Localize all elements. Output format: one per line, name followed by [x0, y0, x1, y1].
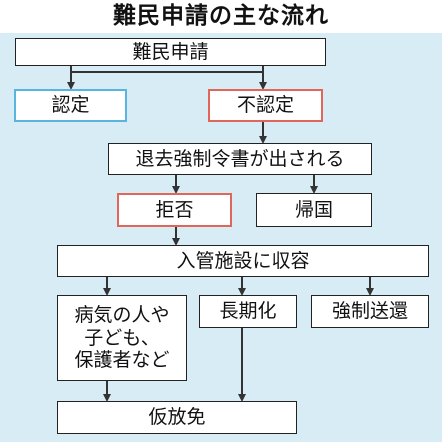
node-approved: 認定 [14, 89, 127, 122]
node-return-home: 帰国 [256, 193, 372, 227]
connector-application-split [70, 66, 264, 73]
node-approved-label: 認定 [51, 94, 90, 117]
node-prolonged: 長期化 [199, 295, 297, 328]
node-detention-label: 入管施設に収容 [176, 249, 310, 272]
node-refusal-label: 拒否 [155, 198, 194, 221]
node-rejected: 不認定 [208, 89, 323, 122]
node-provisional-release: 仮放免 [57, 401, 297, 434]
node-refusal: 拒否 [117, 193, 232, 227]
node-vulnerable-line-3: 保護者など [74, 349, 170, 372]
node-deportation-order-label: 退去強制令書が出される [135, 147, 345, 170]
node-forced-deportation-label: 強制送還 [331, 300, 408, 323]
node-return-home-label: 帰国 [294, 198, 333, 221]
node-vulnerable-line-1: 病気の人や [74, 303, 170, 326]
node-provisional-release-label: 仮放免 [148, 406, 206, 429]
node-deportation-order: 退去強制令書が出される [108, 143, 372, 175]
node-forced-deportation: 強制送還 [311, 295, 429, 328]
node-application: 難民申請 [15, 38, 326, 66]
node-detention: 入管施設に収容 [57, 245, 429, 277]
node-rejected-label: 不認定 [236, 94, 294, 117]
node-vulnerable: 病気の人や 子ども、 保護者など [57, 295, 187, 381]
diagram-title: 難民申請の主な流れ [0, 0, 442, 33]
node-prolonged-label: 長期化 [219, 300, 277, 323]
node-application-label: 難民申請 [132, 40, 209, 63]
node-vulnerable-line-2: 子ども、 [84, 326, 160, 349]
